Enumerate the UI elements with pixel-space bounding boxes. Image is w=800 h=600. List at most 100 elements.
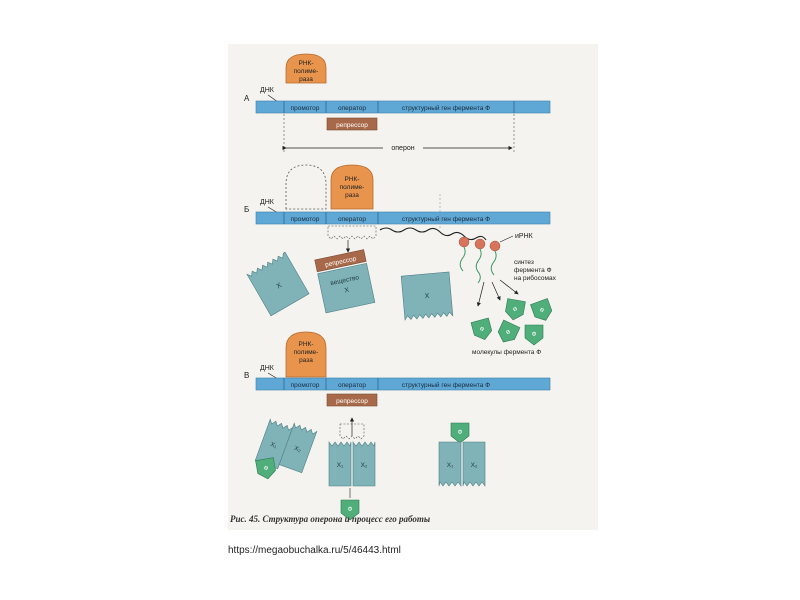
enzyme-label: Ф — [348, 507, 353, 513]
promoter-label-c: промотор — [291, 382, 320, 389]
structural-gene-label-c: структурный ген фермента Ф — [402, 381, 490, 389]
substance-x1-shape — [438, 441, 462, 487]
enzyme-shape — [340, 499, 360, 521]
synthesis-label-line-1: синтез — [514, 259, 534, 266]
repressor-b — [314, 249, 367, 273]
dna-strand-b — [255, 211, 551, 225]
polymerase-a-line-2: полиме- — [294, 68, 319, 75]
enzyme-label: Ф — [539, 307, 546, 314]
panel-c-dna-label: ДНК — [260, 365, 275, 372]
panel-a-dna-label: ДНК — [260, 87, 275, 94]
polymerase-a-line-3: раза — [299, 76, 313, 83]
operon-diagram: А ДНК РНК- полиме- раза промотор операто… — [244, 53, 557, 521]
repressor-label-a: репрессор — [336, 122, 368, 129]
x2-label: Х₂ — [293, 445, 302, 454]
enzyme-shape — [497, 319, 521, 343]
enzyme-shape — [505, 298, 526, 321]
panel-b-dna-label: ДНК — [260, 199, 275, 206]
enzyme-arrow — [491, 281, 501, 301]
polymerase-c-line-3: раза — [299, 357, 313, 364]
growing-peptide — [459, 246, 466, 272]
empty-repressor-slot — [327, 225, 377, 240]
enzyme-shape — [450, 422, 470, 444]
panel-a: А ДНК РНК- полиме- раза промотор операто… — [244, 53, 551, 152]
operator-label-a: оператор — [338, 105, 366, 112]
mrna-pointer — [499, 235, 514, 243]
enzyme-label: Ф — [479, 326, 485, 333]
enzyme-label: Ф — [504, 329, 511, 337]
operon-figure: А ДНК РНК- полиме- раза промотор операто… — [228, 44, 598, 530]
x1-label: Х₁ — [269, 441, 278, 450]
growing-peptide — [475, 248, 482, 284]
enzyme-shape — [470, 317, 493, 340]
ribosome — [489, 240, 501, 252]
repressor-slot-dashed — [339, 423, 365, 440]
polymerase-b-line-3: раза — [345, 192, 359, 199]
enzyme-cutting-left: Ф — [255, 457, 276, 480]
source-url[interactable]: https://megaobuchalka.ru/5/46443.html — [228, 545, 401, 556]
synthesis-label-line-2: фермента Ф — [514, 267, 552, 274]
x2-label: Х₂ — [361, 462, 368, 469]
x1-label: Х₁ — [337, 462, 344, 469]
panel-b: Б ДНК РНК- полиме- раза промотор операто… — [244, 164, 557, 356]
substance-x-shape — [400, 271, 454, 321]
polymerase-c-line-2: полиме- — [294, 349, 319, 356]
x2-label: Х₂ — [471, 462, 478, 469]
enzyme-cutting-middle: Ф — [340, 499, 360, 521]
substance-x2-shape — [352, 441, 376, 487]
substance-x-shape — [246, 251, 310, 317]
substance-x2-shape — [278, 422, 318, 474]
substance-x-label: Х — [424, 293, 430, 300]
promoter-label-a: промотор — [291, 105, 320, 112]
enzyme-label: Ф — [532, 332, 537, 338]
substance-x-bound — [317, 262, 376, 314]
substance-x2-shape — [462, 441, 486, 487]
operator-label-b: оператор — [338, 216, 366, 223]
enzyme-molecule: Ф — [530, 298, 553, 321]
enzyme-label: Ф — [512, 307, 518, 314]
substance-x2-middle: Х₂ — [352, 441, 376, 487]
dna-strand-c — [255, 377, 551, 391]
enzyme-arrow — [476, 281, 485, 307]
enzyme-label: Ф — [263, 466, 269, 473]
operon-label: оперон — [391, 145, 414, 152]
rna-polymerase-b — [330, 164, 374, 210]
enzyme-molecule: Ф — [524, 324, 544, 346]
structural-gene-label-b: структурный ген фермента Ф — [402, 215, 490, 223]
enzyme-molecule: Ф — [505, 298, 526, 321]
ribosome — [474, 238, 486, 250]
operon-label-bg — [383, 142, 423, 152]
enzyme-on-pair-right: Ф — [450, 422, 470, 444]
repressor-c — [326, 393, 378, 407]
substance-x1-middle: Х₁ — [328, 441, 352, 487]
promoter-label-b: промотор — [291, 216, 320, 223]
substance-x2-left: Х₂ — [278, 422, 318, 474]
polymerase-b-line-2: полиме- — [340, 184, 365, 191]
enzyme-molecules-label: молекулы фермента Ф — [472, 349, 541, 356]
enzyme-arrow — [499, 279, 519, 295]
enzyme-shape — [524, 324, 544, 346]
enzyme-shape — [255, 457, 276, 480]
ribosome — [458, 236, 470, 248]
enzyme-label: Ф — [458, 430, 463, 436]
rna-polymerase-c — [285, 331, 327, 378]
panel-a-letter: А — [244, 94, 250, 103]
structural-gene-label-a: структурный ген фермента Ф — [402, 104, 490, 112]
polymerase-ghost-outline — [285, 164, 327, 210]
substance-x-label: Х — [275, 282, 283, 291]
enzyme-molecule: Ф — [497, 319, 521, 343]
figure-caption: Рис. 45. Структура оперона и процесс его… — [230, 514, 431, 524]
polymerase-a-line-1: РНК- — [299, 60, 314, 67]
free-substance-x-left: Х — [246, 251, 310, 317]
mrna-strand — [379, 227, 487, 241]
dna-strand-a — [255, 100, 551, 114]
synthesis-label-line-3: на рибосомах — [514, 274, 557, 282]
polymerase-b-line-1: РНК- — [345, 176, 360, 183]
x1-label: Х₁ — [447, 462, 454, 469]
polymerase-c-line-1: РНК- — [299, 341, 314, 348]
substance-x1-right: Х₁ — [438, 441, 462, 487]
operator-label-c: оператор — [338, 382, 366, 389]
repressor-substance-complex: репрессор вещество Х — [314, 249, 376, 314]
repressor-label-c: репрессор — [336, 398, 368, 405]
growing-peptide — [490, 250, 497, 276]
